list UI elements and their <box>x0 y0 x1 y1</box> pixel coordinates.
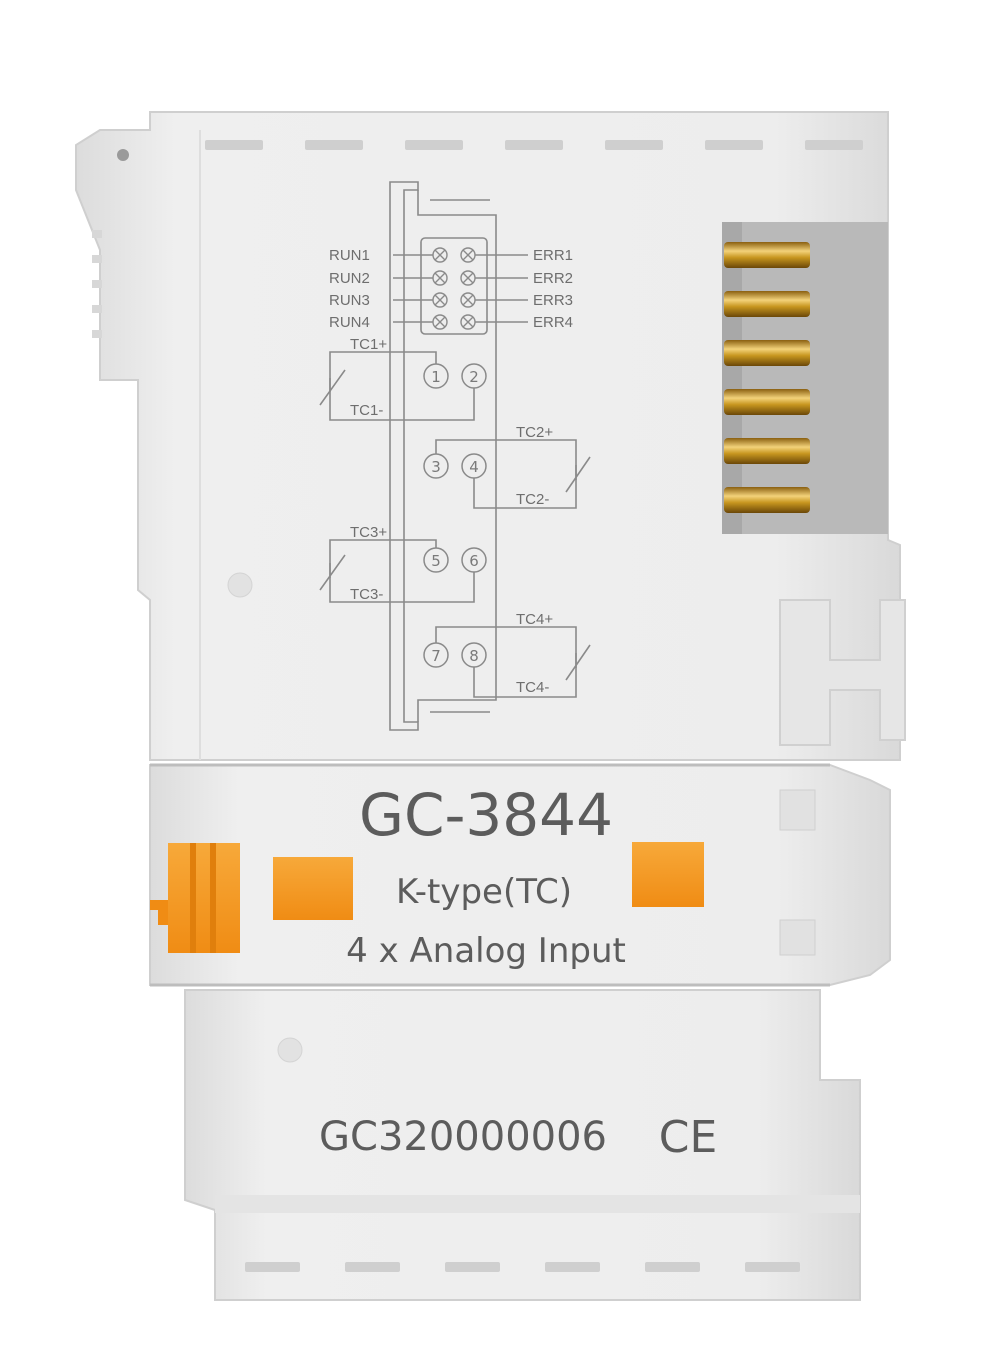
tc1-minus-label: TC1- <box>350 402 383 419</box>
release-lever <box>150 843 240 953</box>
tc4-plus-label: TC4+ <box>516 611 553 628</box>
power-contacts <box>722 222 888 534</box>
led-label-err2: ERR2 <box>533 270 573 287</box>
led-label-err3: ERR3 <box>533 292 573 309</box>
module-housing <box>75 111 906 1301</box>
led-label-run2: RUN2 <box>329 270 370 287</box>
part-number: GC320000006 <box>319 1114 607 1160</box>
terminal-7: 7 <box>431 647 441 665</box>
terminal-2: 2 <box>469 368 479 386</box>
led-label-err4: ERR4 <box>533 314 573 331</box>
ce-mark: CE <box>659 1112 718 1163</box>
mounting-hole <box>117 149 129 161</box>
led-block <box>420 237 488 335</box>
led-label-err1: ERR1 <box>533 247 573 264</box>
side-ribs <box>92 230 102 338</box>
orange-marker-left <box>273 857 353 920</box>
locking-clip <box>779 599 906 746</box>
tc4-minus-label: TC4- <box>516 679 549 696</box>
led-label-run3: RUN3 <box>329 292 370 309</box>
top-vent-slots <box>205 140 863 150</box>
tc3-minus-label: TC3- <box>350 586 383 603</box>
orange-marker-right <box>632 842 704 907</box>
model-number: GC-3844 <box>359 781 613 849</box>
wiring-diagram: RUN1 RUN2 RUN3 RUN4 ERR1 ERR2 ERR3 ERR4 … <box>319 181 591 731</box>
terminal-3: 3 <box>431 458 441 476</box>
bottom-vent-slots <box>245 1262 800 1272</box>
function-label: 4 x Analog Input <box>346 931 626 971</box>
terminal-6: 6 <box>469 552 479 570</box>
tc3-plus-label: TC3+ <box>350 524 387 541</box>
terminal-8: 8 <box>469 647 479 665</box>
gold-contact <box>724 242 810 513</box>
terminal-5: 5 <box>431 552 441 570</box>
terminal-1: 1 <box>431 368 441 386</box>
terminal-4: 4 <box>469 458 479 476</box>
mounting-hole <box>227 572 253 598</box>
tc2-minus-label: TC2- <box>516 491 549 508</box>
led-label-run1: RUN1 <box>329 247 370 264</box>
led-label-run4: RUN4 <box>329 314 370 331</box>
tc1-plus-label: TC1+ <box>350 336 387 353</box>
tc2-plus-label: TC2+ <box>516 424 553 441</box>
mounting-hole <box>277 1037 303 1063</box>
type-label: K-type(TC) <box>396 872 572 912</box>
